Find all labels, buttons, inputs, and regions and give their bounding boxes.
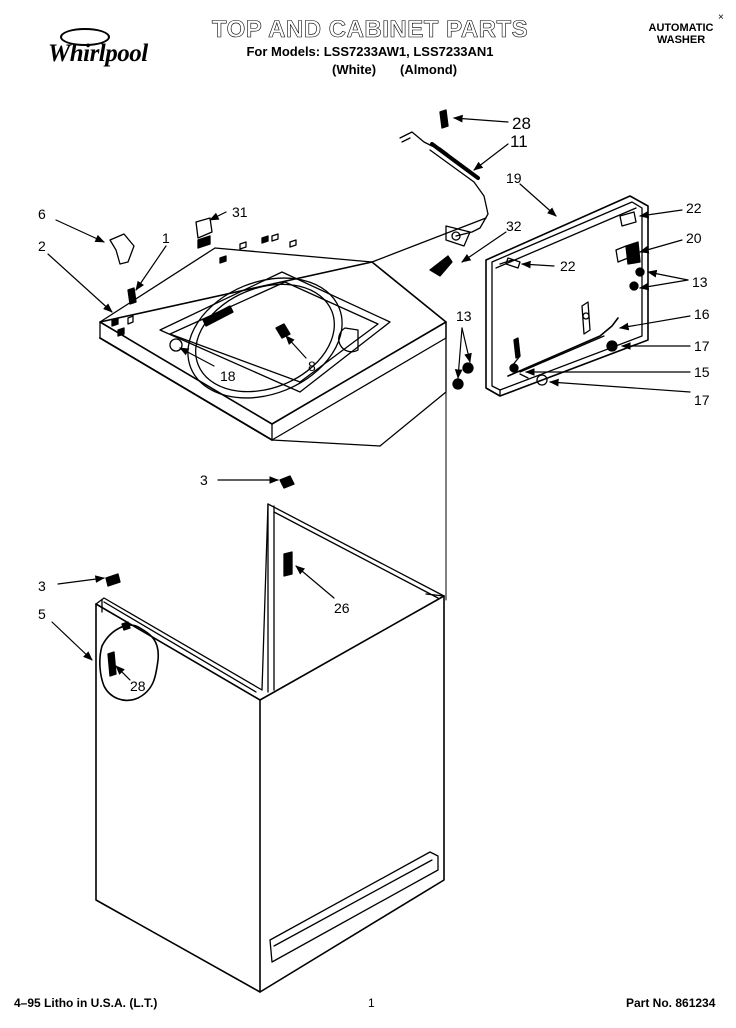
callout-3-lower: 3 — [38, 578, 46, 594]
callout-5: 5 — [38, 606, 46, 622]
product-line-1: AUTOMATIC — [648, 22, 714, 34]
callout-20: 20 — [686, 230, 702, 246]
callout-6: 6 — [38, 206, 46, 222]
callout-17-lower: 17 — [694, 392, 710, 408]
variant-almond: (Almond) — [400, 62, 458, 77]
footer-page-number: 1 — [368, 996, 375, 1010]
callout-3-upper: 3 — [200, 472, 208, 488]
models-line: For Models: LSS7233AW1, LSS7233AN1 — [246, 44, 494, 59]
callout-31: 31 — [232, 204, 248, 220]
product-line-2: WASHER — [656, 34, 706, 46]
cabinet — [95, 503, 445, 993]
callout-28-top: 28 — [512, 114, 531, 133]
small-parts — [105, 211, 645, 677]
callout-13-left: 13 — [456, 308, 472, 324]
callout-16: 16 — [694, 306, 710, 322]
footer-part-number: Part No. 861234 — [626, 996, 716, 1010]
callout-22-inner: 22 — [560, 258, 576, 274]
callout-11: 11 — [510, 132, 528, 151]
corner-mark: × — [718, 12, 724, 23]
footer-litho: 4–95 Litho in U.S.A. (L.T.) — [14, 996, 158, 1010]
callout-28-side: 28 — [130, 678, 146, 694]
whirlpool-logo: Whirlpool — [38, 28, 168, 70]
callout-2: 2 — [38, 238, 46, 254]
washer-top — [99, 233, 447, 441]
callout-22-right: 22 — [686, 200, 702, 216]
console-panel — [485, 195, 649, 397]
callout-1: 1 — [162, 230, 170, 246]
variant-white: (White) — [332, 62, 377, 77]
callout-8: 8 — [308, 358, 316, 374]
brand-name: Whirlpool — [48, 40, 148, 67]
logo-oval-icon — [60, 28, 110, 46]
wire-harness — [399, 109, 489, 247]
callout-32: 32 — [506, 218, 522, 234]
callout-17-upper: 17 — [694, 338, 710, 354]
callout-arrows — [47, 114, 691, 681]
callout-18: 18 — [220, 368, 236, 384]
callout-26: 26 — [334, 600, 350, 616]
callout-15: 15 — [694, 364, 710, 380]
callout-19: 19 — [506, 170, 522, 186]
callout-13-right: 13 — [692, 274, 708, 290]
page-title: TOP AND CABINET PARTS — [211, 16, 529, 44]
product-type: AUTOMATIC WASHER — [636, 22, 726, 46]
